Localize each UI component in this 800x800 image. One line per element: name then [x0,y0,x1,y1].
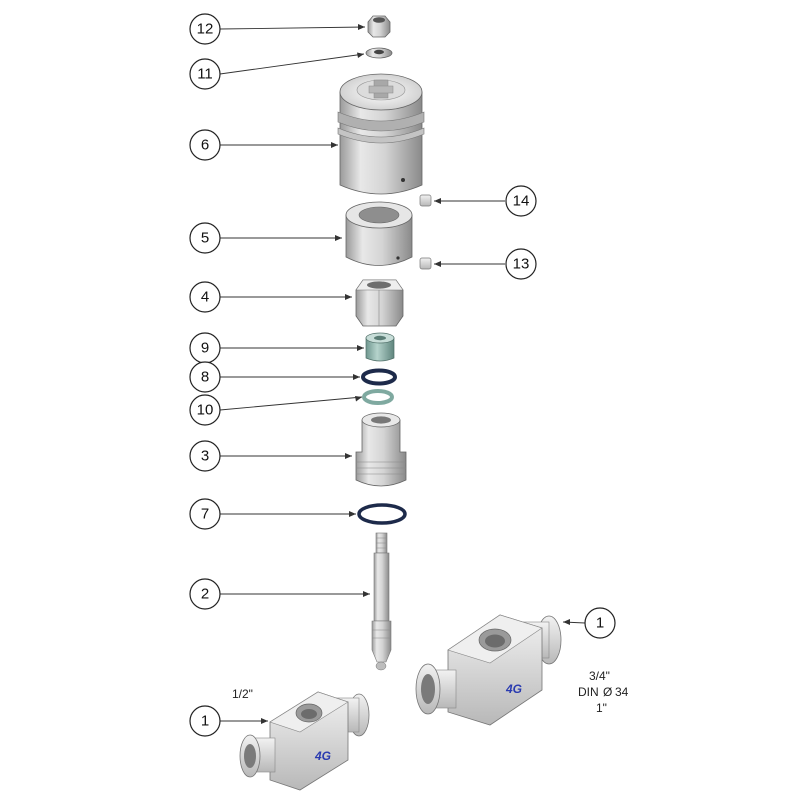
arrow-13 [434,261,441,267]
callout-12-label: 12 [197,21,214,38]
callout-1-large-label: 1 [596,615,604,632]
arrow-9 [357,345,364,351]
din-value: 34 [615,685,629,699]
callout-1-small-label: 1 [201,713,209,730]
part-5-collar [345,201,413,266]
brand-mark-small: 4G [314,749,331,763]
arrow-4 [345,294,352,300]
callout-14: 14 [505,185,537,217]
part-1-body-large: 4G [415,614,562,726]
callout-5-label: 5 [201,230,209,247]
callout-9: 9 [189,332,221,364]
leader-lines [219,24,586,724]
part-11-washer [365,47,393,59]
callout-14-label: 14 [513,193,530,210]
callout-11: 11 [189,58,221,90]
arrow-14 [434,198,441,204]
part-3-threaded-body [355,412,407,487]
callout-8: 8 [189,361,221,393]
part-12-hex-nut [367,15,391,38]
arrow-11 [357,52,364,58]
callout-4-label: 4 [201,289,209,306]
callout-11-label: 11 [197,66,213,83]
brand-mark-large: 4G [505,682,522,696]
callout-4: 4 [189,281,221,313]
part-14-set-screw [419,194,432,207]
arrow-6 [331,142,338,148]
arrow-10 [355,396,362,402]
part-10-seal-ring [362,389,394,405]
part-13-set-screw [419,257,432,270]
part-2-stem [371,532,392,671]
callout-8-label: 8 [201,369,209,386]
callout-12: 12 [189,13,221,45]
leader-11 [219,53,365,75]
callout-9-label: 9 [201,340,209,357]
callout-13: 13 [505,248,537,280]
callout-2: 2 [189,578,221,610]
callout-6-label: 6 [201,137,209,154]
arrow-12 [358,24,365,30]
size-label-one-inch: 1" [596,701,607,715]
diameter-symbol: Ø [603,685,612,699]
callout-3: 3 [189,440,221,472]
arrow-7 [349,511,356,517]
callout-7-label: 7 [201,506,209,523]
callout-5: 5 [189,222,221,254]
callout-10-label: 10 [197,402,214,419]
arrow-5 [335,235,342,241]
leader-12 [219,26,366,30]
arrow-1-large [563,619,570,625]
size-label-half-inch: 1/2" [232,687,253,701]
callout-3-label: 3 [201,448,209,465]
arrow-8 [353,374,360,380]
part-8-o-ring [361,368,397,386]
arrow-3 [345,453,352,459]
part-1-body-small: 4G [239,691,370,791]
callout-1-small: 1 [189,705,221,737]
callout-10: 10 [189,394,221,426]
part-6-housing [337,73,425,195]
callout-2-label: 2 [201,586,209,603]
leader-10 [219,396,363,411]
arrow-2 [363,591,370,597]
callout-1-large: 1 [584,607,616,639]
callout-13-label: 13 [513,256,530,273]
arrow-1-small [261,718,268,724]
din-label: DIN [578,685,599,699]
callout-6: 6 [189,129,221,161]
part-7-o-ring [357,503,407,525]
callout-7: 7 [189,498,221,530]
part-4-union-nut [355,279,404,327]
part-9-bushing [365,332,395,362]
size-label-three-quarter: 3/4" [589,669,610,683]
